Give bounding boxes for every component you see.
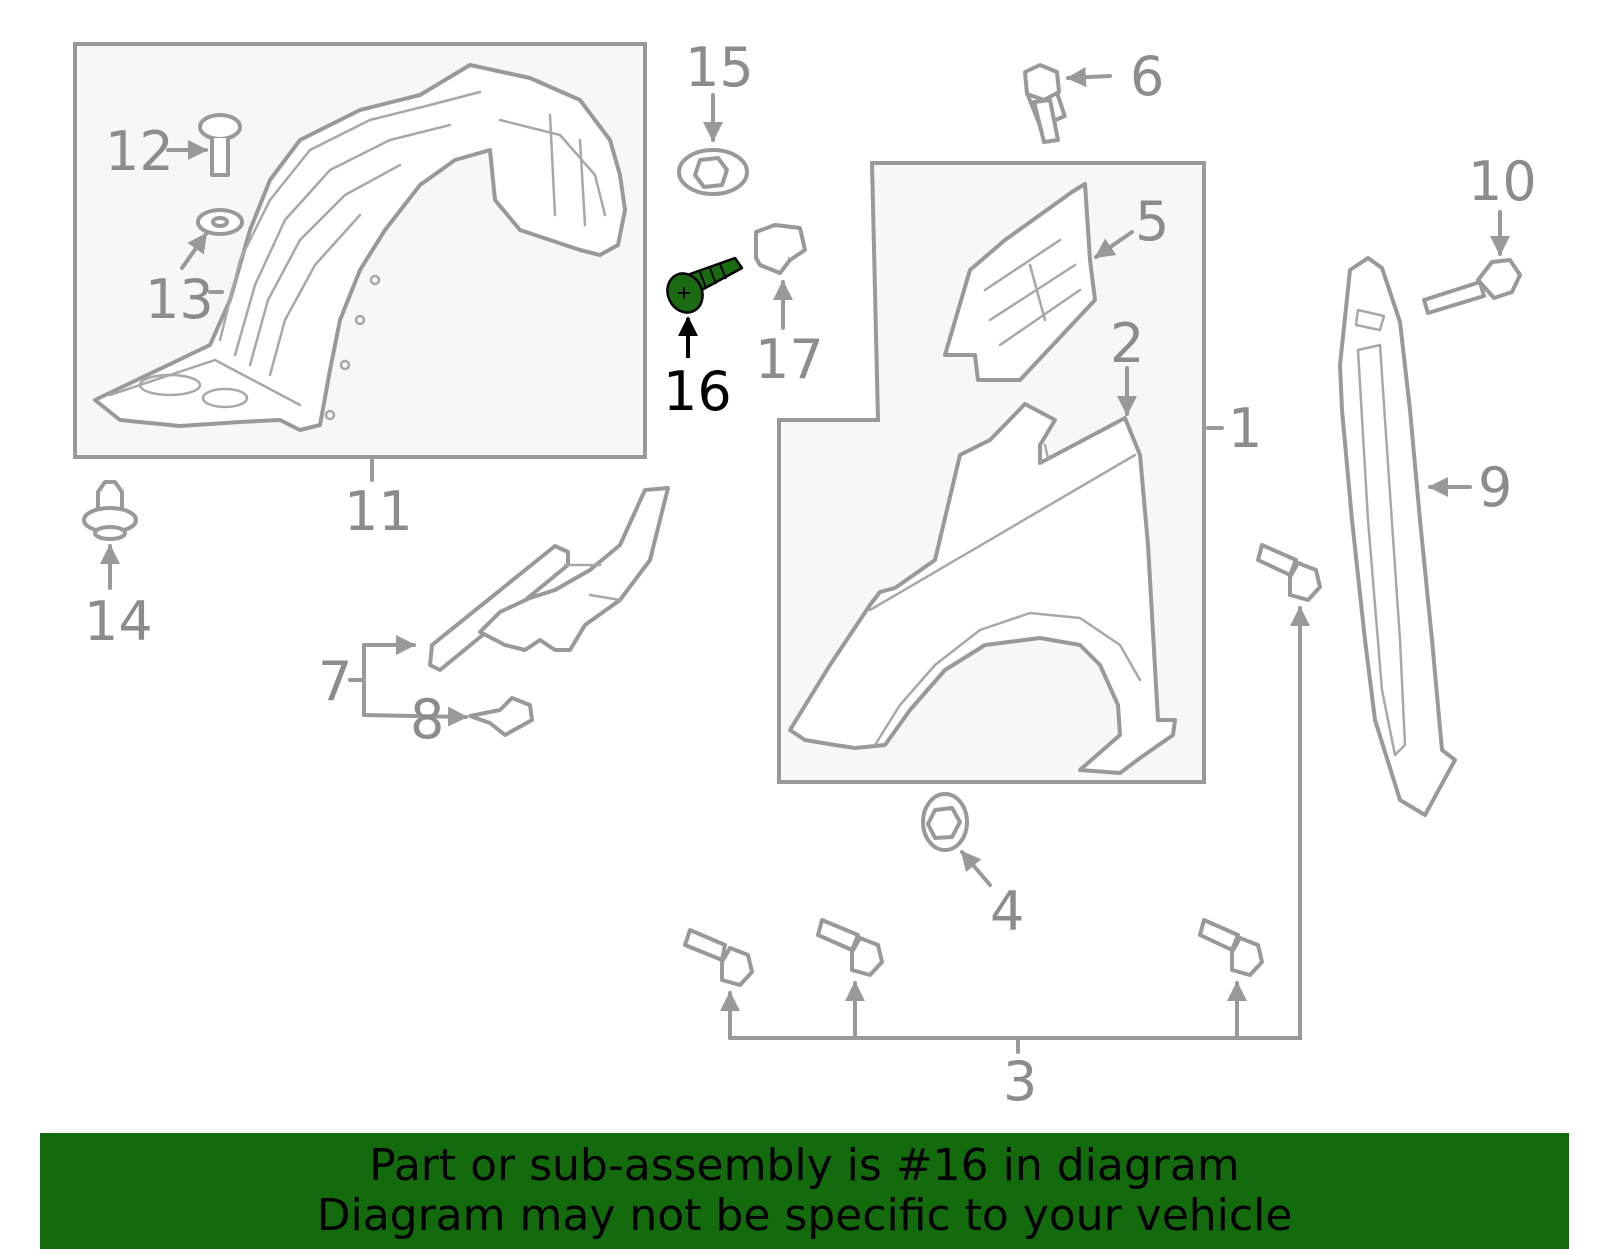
callout-14: 14 <box>84 590 153 653</box>
callout-16-highlighted: 16 <box>663 360 732 423</box>
callout-8: 8 <box>410 688 444 751</box>
fender-2 <box>788 402 1177 775</box>
banner-line-1: Part or sub-assembly is #16 in diagram <box>369 1140 1240 1191</box>
callout-12: 12 <box>105 120 174 183</box>
screw-16-highlighted <box>666 256 744 314</box>
callout-1: 1 <box>1228 397 1262 460</box>
bracket-5 <box>943 182 1097 382</box>
garnish-9 <box>1338 256 1457 817</box>
callout-3: 3 <box>1003 1050 1037 1113</box>
nut-15 <box>677 148 749 196</box>
callout-5: 5 <box>1135 190 1169 253</box>
callout-11: 11 <box>344 480 413 543</box>
callout-2: 2 <box>1110 312 1144 375</box>
clip-17 <box>754 223 807 275</box>
bolt-3c <box>1198 918 1264 977</box>
info-banner: Part or sub-assembly is #16 in diagram D… <box>40 1133 1569 1249</box>
bolt-3b <box>816 918 884 977</box>
washer-13 <box>196 208 244 236</box>
clip-14 <box>82 480 138 541</box>
callout-7: 7 <box>318 650 352 713</box>
seal-8 <box>468 696 534 737</box>
bolt-3d <box>1256 543 1322 602</box>
callout-15: 15 <box>685 36 754 99</box>
callout-4: 4 <box>990 880 1024 943</box>
nut-4 <box>921 792 969 852</box>
brace-7 <box>428 486 670 672</box>
bolt-10 <box>1422 258 1522 315</box>
callout-10: 10 <box>1468 150 1537 213</box>
push-rivet-12 <box>198 113 242 177</box>
bolt-3a <box>683 928 754 987</box>
bolt-6 <box>1023 63 1067 144</box>
callout-13: 13 <box>145 268 214 331</box>
callout-6: 6 <box>1130 45 1164 108</box>
banner-line-2: Diagram may not be specific to your vehi… <box>316 1190 1293 1241</box>
callout-9: 9 <box>1478 456 1512 519</box>
callout-17: 17 <box>755 328 824 391</box>
fender-liner-part <box>93 63 627 432</box>
